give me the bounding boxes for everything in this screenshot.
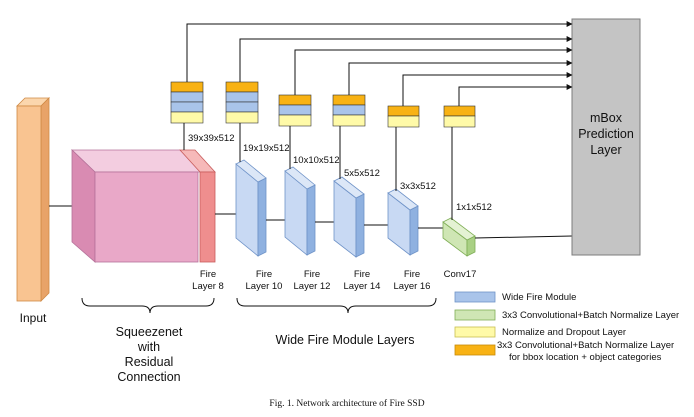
fire-layer-10-label-1: Fire: [256, 269, 272, 280]
arrow-fire8-to-mbox: [186, 21, 573, 82]
prediction-head-fire10: [225, 81, 259, 124]
legend-wide-fire: Wide Fire Module: [502, 292, 576, 303]
squeezenet-label-1: Squeezenet: [116, 325, 183, 339]
conv17-label: Conv17: [444, 269, 477, 280]
legend-conv-bn-bbox-1: 3x3 Convolutional+Batch Normalize Layer: [497, 340, 674, 351]
fire-layer-12-label-2: Layer 12: [294, 281, 331, 292]
prediction-head-fire12: [278, 94, 312, 127]
arrow-fire10-to-mbox: [239, 36, 573, 82]
legend: Wide Fire Module 3x3 Convolutional+Batch…: [454, 291, 679, 363]
fire-layer-14-block: [333, 176, 365, 258]
fire-layer-8-label-1: Fire: [200, 269, 216, 280]
figure-caption: Fig. 1. Network architecture of Fire SSD: [269, 399, 425, 409]
squeezenet-label-2: with: [137, 340, 160, 354]
fire16-dim-label: 3x3x512: [400, 181, 436, 192]
fire-layer-8-slab: [179, 149, 216, 263]
legend-conv-bn-bbox-2: for bbox location + object categories: [509, 352, 662, 363]
legend-swatch-norm-dropout: [454, 326, 496, 338]
mbox-prediction-layer: [571, 18, 641, 256]
squeezenet-label-4: Connection: [117, 370, 180, 384]
prediction-head-fire8: [170, 81, 204, 124]
prediction-head-fire16: [387, 105, 420, 128]
mbox-label-2: Prediction: [578, 127, 634, 141]
wide-fire-brace: [236, 297, 437, 314]
fire-layer-14-label-2: Layer 14: [344, 281, 381, 292]
fire-layer-10-block: [235, 159, 267, 257]
fire10-dim-label: 19x19x512: [243, 143, 289, 154]
squeezenet-label-3: Residual: [125, 355, 174, 369]
fire8-dim-label: 39x39x512: [188, 133, 234, 144]
input-label: Input: [20, 311, 47, 325]
fire-layer-16-label-1: Fire: [404, 269, 420, 280]
legend-conv-bn: 3x3 Convolutional+Batch Normalize Layer: [502, 310, 679, 321]
fire-layer-16-label-2: Layer 16: [394, 281, 431, 292]
legend-swatch-conv-bn-bbox: [454, 344, 496, 356]
legend-swatch-wide-fire: [454, 291, 496, 303]
squeezenet-brace: [81, 297, 215, 314]
legend-norm-dropout: Normalize and Dropout Layer: [502, 327, 626, 338]
arrow-fire12-to-mbox: [294, 47, 573, 95]
fire-layer-12-label-1: Fire: [304, 269, 320, 280]
fire-layer-16-block: [387, 188, 419, 256]
fire-layer-12-block: [284, 166, 316, 256]
mbox-label-3: Layer: [590, 143, 621, 157]
arrow-conv17-to-mbox: [458, 84, 573, 106]
conv17-block: [442, 217, 476, 257]
fire-layer-8-label-2: Layer 8: [192, 281, 224, 292]
wide-fire-group-label: Wide Fire Module Layers: [276, 333, 415, 347]
fire-layer-14-label-1: Fire: [354, 269, 370, 280]
fire-layer-10-label-2: Layer 10: [246, 281, 283, 292]
conv17-dim-label: 1x1x512: [456, 202, 492, 213]
connector-line: [474, 235, 573, 239]
fire14-dim-label: 5x5x512: [344, 168, 380, 179]
input-block: [16, 97, 50, 302]
legend-swatch-conv-bn: [454, 309, 496, 321]
mbox-label-1: mBox: [590, 111, 623, 125]
arrow-fire14-to-mbox: [348, 60, 573, 95]
arrow-fire16-to-mbox: [402, 72, 573, 106]
prediction-head-conv17: [443, 105, 476, 128]
fire12-dim-label: 10x10x512: [293, 155, 339, 166]
squeezenet-block: [71, 149, 204, 263]
prediction-head-fire14: [332, 94, 366, 127]
